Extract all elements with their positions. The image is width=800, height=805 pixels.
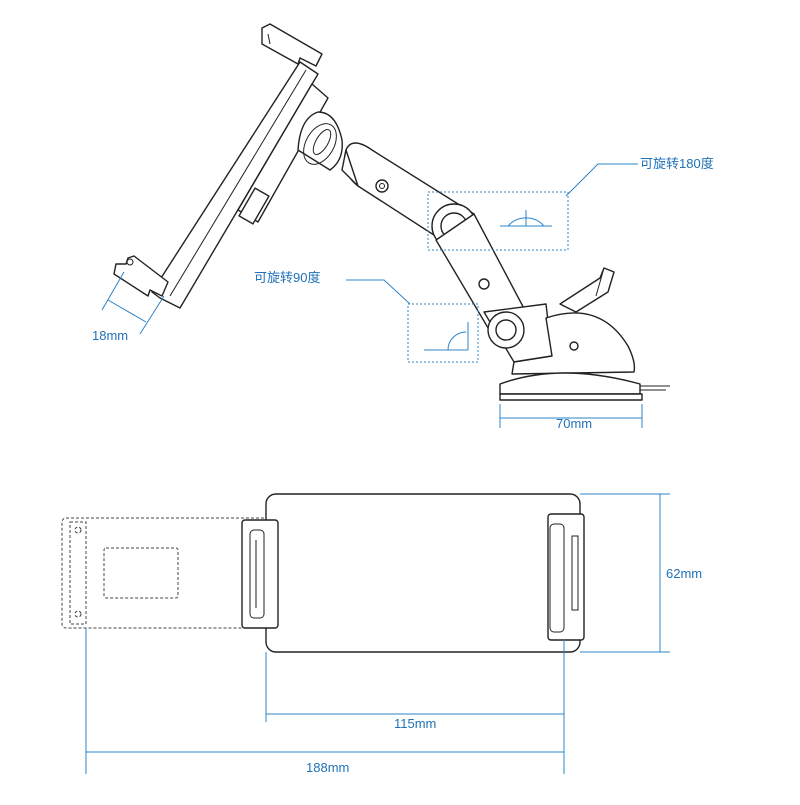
mount-side-view [113,23,670,401]
extended-clamp-ghost [61,517,269,629]
extended-width-label: 188mm [306,760,349,775]
clamp-depth-dimension: 18mm [92,271,165,343]
left-clamp [241,519,279,629]
holder-body [265,493,581,653]
clamp-depth-label: 18mm [92,328,128,343]
right-clamp [547,513,585,641]
phone-clamp [113,23,343,309]
closed-width-dimension: 115mm [265,640,565,731]
rotation-180-label: 可旋转180度 [640,156,714,171]
rotation-90-label: 可旋转90度 [254,270,320,285]
holder-front-view [61,493,585,653]
base-width-label: 70mm [556,416,592,431]
base-width-dimension: 70mm [499,404,643,431]
rotation-90-indicator: 可旋转90度 [254,270,479,363]
rotation-180-indicator: 可旋转180度 [427,156,714,251]
height-label: 62mm [666,566,702,581]
base-assembly [483,267,670,401]
extended-width-dimension: 188mm [85,628,565,775]
height-dimension: 62mm [580,493,702,653]
closed-width-label: 115mm [394,716,436,731]
